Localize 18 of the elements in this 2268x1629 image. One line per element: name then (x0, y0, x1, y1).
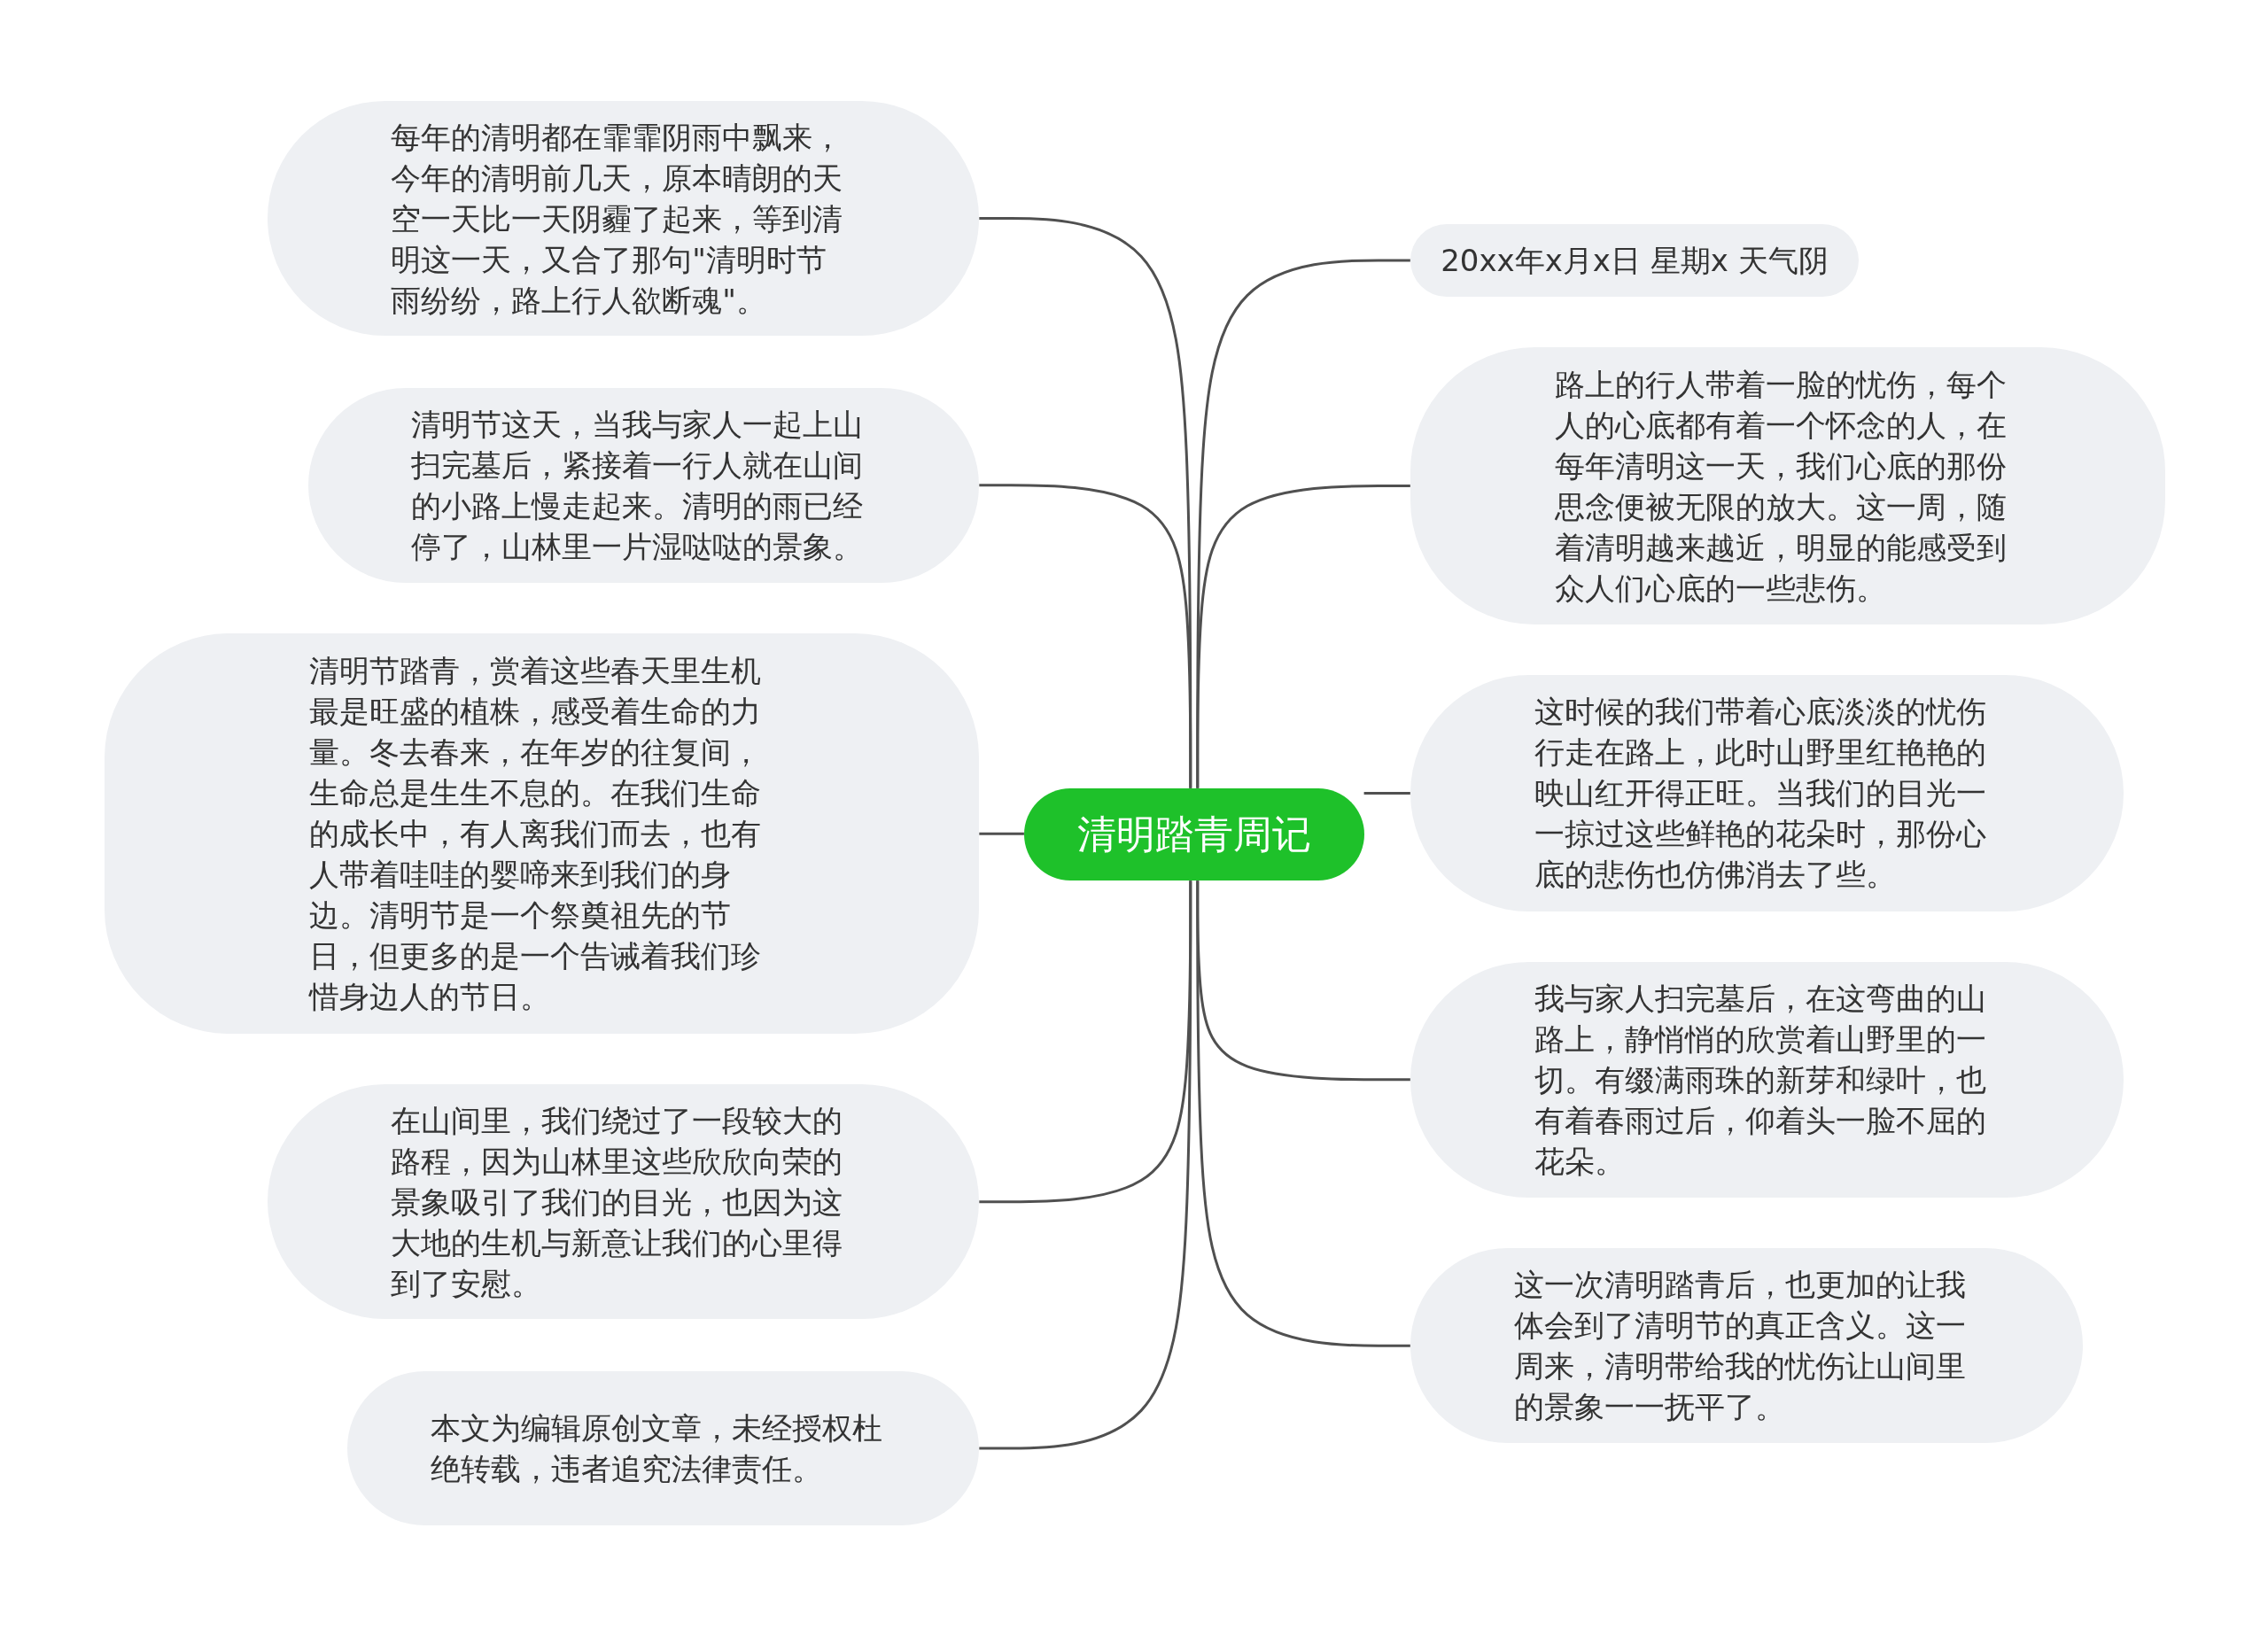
topic-text: 本文为编辑原创文章，未经授权杜绝转载，违者追究法律责任。 (431, 1409, 884, 1489)
connector-line (1363, 792, 1410, 795)
topic-text: 20xx年x月x日 星期x 天气阴 (1441, 241, 1829, 280)
topic-text: 这时候的我们带着心底淡淡的忧伤行走在路上，此时山野里红艳艳的映山红开得正旺。当我们的目光一一掠过这些鲜艳的花朵时，那份心底的悲伤也仿佛消去了些。 (1534, 693, 1987, 895)
connector-line (979, 832, 1024, 835)
connector-line (979, 484, 1192, 788)
connector-line (979, 880, 1192, 1450)
topic-text: 这一次清明踏青后，也更加的让我体会到了清明节的真正含义。这一周来，清明带给我的忧伤让山间里的景象一一抚平了。 (1513, 1266, 1967, 1427)
topic-text: 在山间里，我们绕过了一段较大的路程，因为山林里这些欣欣向荣的景象吸引了我们的目光，也因为这大地的生机与新意让我们的心里得到了安慰。 (391, 1101, 844, 1303)
connector-line (1196, 880, 1410, 1347)
topic-text: 路上的行人带着一脸的忧伤，每个人的心底都有着一个怀念的人，在每年清明这一天，我们心底的那份思念便被无限的放大。这一周，随着清明越来越近，明显的能感受到众人们心底的一些悲伤。 (1555, 365, 2008, 608)
topic-text: 清明踏青周记 (1076, 811, 1311, 858)
topic-text: 清明节这天，当我与家人一起上山扫完墓后，紧接着一行人就在山间的小路上慢走起来。清明的雨已经停了，山林里一片湿哒哒的景象。 (411, 405, 864, 566)
topic-bubble (104, 633, 980, 1035)
topic-text: 每年的清明都在霏霏阴雨中飘来，今年的清明前几天，原本晴朗的天空一天比一天阴霾了起来，等到清明这一天，又合了那句"清明时节雨纷纷，路上行人欲断魂"。 (391, 118, 844, 320)
connector-line (1196, 485, 1410, 788)
topic-text: 清明节踏青，赏着这些春天里生机最是旺盛的植株，感受着生命的力量。冬去春来，在年岁的往复间，生命总是生生不息的。在我们生命的成长中，有人离我们而去，也有人带着哇哇的婴啼来到我们的身边。清明节是一个祭奠祖先的节日，但更多的是一个告诫着我们珍惜身边人的节日。 (308, 652, 762, 1017)
topic-text: 我与家人扫完墓后，在这弯曲的山路上，静悄悄的欣赏着山野里的一切。有缀满雨珠的新芽和绿叶，也有着春雨过后，仰着头一脸不屈的花朵。 (1534, 979, 1987, 1181)
